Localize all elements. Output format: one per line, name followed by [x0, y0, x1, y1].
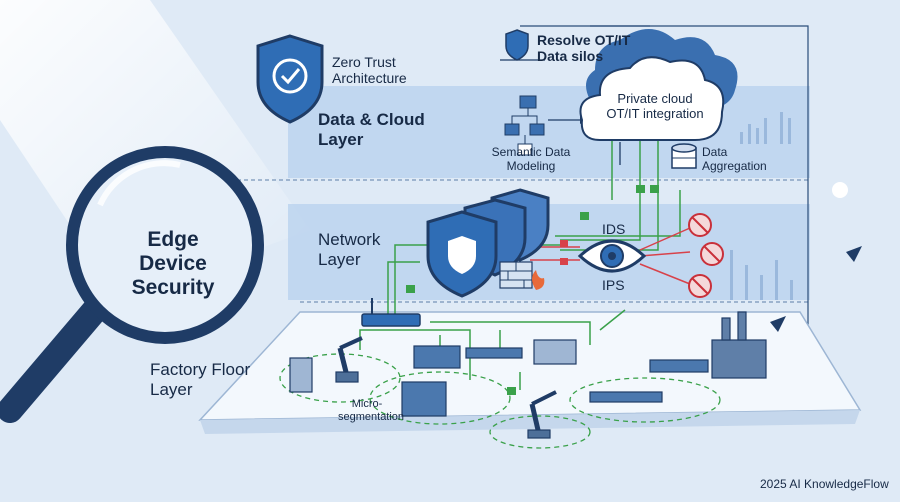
- center-title-line2: Security: [131, 276, 215, 300]
- aggregation-label: Data Aggregation: [702, 145, 767, 174]
- aggregation-line1: Data: [702, 145, 728, 159]
- decor-dot: [832, 182, 848, 198]
- factory-building-icon: [711, 311, 767, 379]
- database-icon: [671, 143, 697, 169]
- router-icon: [361, 298, 421, 327]
- factory-line1: Factory Floor: [150, 360, 251, 379]
- red-lock-icons: [560, 240, 568, 265]
- threat-icon-2: [700, 242, 724, 266]
- factory-line2: Layer: [150, 379, 193, 399]
- network-line2: Layer: [318, 249, 361, 269]
- cloud-line1: Private cloud: [617, 91, 693, 106]
- navy-connections: [500, 59, 621, 165]
- semantic-line1: Semantic Data: [491, 145, 571, 159]
- resolve-shield-icon: [505, 29, 529, 61]
- zero-trust-shield-icon: [256, 34, 324, 124]
- zone-ellipse-1: [279, 353, 401, 403]
- robot-arm-icon-2: [527, 390, 557, 439]
- factory-layer-label: Factory Floor Layer: [150, 360, 250, 399]
- ids-ips-eye-icon: [577, 239, 647, 273]
- micro-line2: segmentation: [338, 410, 405, 423]
- firewall-shields-icon: [426, 188, 550, 298]
- plc-rack-icon: [413, 345, 461, 369]
- semantic-line2: Modeling: [506, 158, 556, 173]
- micro-line1: Micro-: [351, 398, 383, 410]
- assembly-line-icon: [649, 359, 709, 373]
- zone-ellipse-4: [569, 377, 721, 423]
- micro-segmentation-label: Micro- segmentation: [338, 398, 405, 423]
- switch-icon: [465, 347, 523, 359]
- data-cloud-layer-label: Data & Cloud Layer: [318, 110, 425, 149]
- network-layer-label: Network Layer: [318, 230, 380, 269]
- robot-arm-icon-1: [335, 336, 363, 383]
- center-title-line1: Edge Device: [139, 228, 207, 276]
- resolve-line1: Resolve OT/IT: [537, 32, 631, 48]
- zone-ellipse-3: [489, 415, 591, 449]
- monitor-icon: [533, 339, 577, 365]
- cloud-label: Private cloud OT/IT integration: [605, 91, 705, 122]
- resolve-line2: Data silos: [537, 48, 604, 65]
- kiosk-icon: [289, 357, 313, 393]
- aggregation-line2: Aggregation: [702, 158, 767, 173]
- control-cabinet-icon: [401, 381, 447, 417]
- private-cloud-icon: [579, 29, 738, 141]
- conveyor-icon: [589, 391, 663, 403]
- magnifier: [0, 146, 264, 423]
- credit-label: 2025 AI KnowledgeFlow: [760, 477, 889, 491]
- threat-icon-1: [688, 213, 712, 237]
- cloud-line2: OT/IT integration: [606, 105, 704, 121]
- zero-trust-line2: Architecture: [332, 70, 407, 87]
- zero-trust-line1: Zero Trust: [332, 54, 396, 70]
- decor-triangle-1: [846, 246, 862, 262]
- ips-label: IPS: [602, 277, 625, 293]
- threat-icon-3: [688, 274, 712, 298]
- lock-icons: [406, 185, 659, 395]
- bar-decoration: [730, 112, 793, 300]
- ids-label: IDS: [602, 221, 626, 237]
- semantic-label: Semantic Data Modeling: [476, 145, 586, 174]
- data-cloud-line1: Data & Cloud: [318, 110, 425, 129]
- data-cloud-line2: Layer: [318, 129, 364, 149]
- decor-triangle-2: [770, 316, 786, 332]
- zone-ellipse-2: [369, 371, 511, 425]
- center-title: Edge Device Security: [118, 228, 228, 300]
- brick-wall-icon: [499, 261, 545, 290]
- resolve-label: Resolve OT/IT Data silos: [537, 32, 630, 64]
- zero-trust-label: Zero Trust Architecture: [332, 54, 407, 86]
- network-line1: Network: [318, 230, 381, 249]
